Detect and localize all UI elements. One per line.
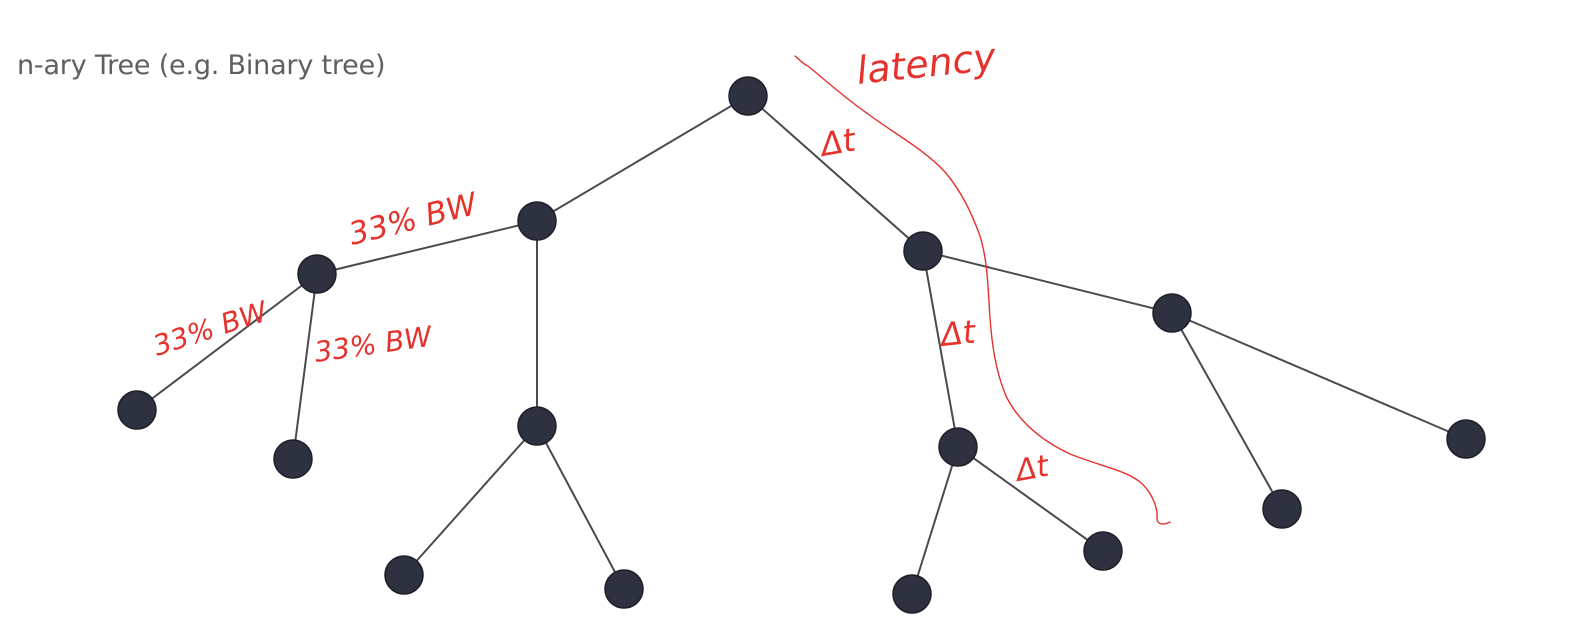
edge-leftleft-a	[136, 273, 318, 411]
annotation-delta-t-3: Δt	[1011, 449, 1052, 490]
annotation-bw-root-edge: 33% BW	[345, 186, 482, 253]
edge-right-down	[922, 250, 959, 448]
annotation-bw-left-edge: 33% BW	[149, 294, 273, 362]
edge-left-leftleft	[316, 220, 538, 275]
node-leaf-6	[1083, 531, 1123, 571]
node-down	[938, 427, 978, 467]
latency-path-curve	[794, 55, 1171, 525]
annotation-latency: latency	[854, 35, 998, 93]
node-leaf-2	[273, 439, 313, 479]
node-mid	[517, 406, 557, 446]
edge-down-a	[911, 446, 959, 595]
node-leaf-7	[1262, 489, 1302, 529]
edge-root-right	[747, 95, 924, 252]
edge-mid-a	[403, 425, 538, 576]
node-leaf-4	[604, 569, 644, 609]
edge-right-rightright	[922, 250, 1173, 314]
edge-root-left	[536, 95, 749, 222]
annotation-delta-t-2: Δt	[936, 312, 979, 354]
node-right	[903, 231, 943, 271]
page-title: n-ary Tree (e.g. Binary tree)	[17, 50, 386, 81]
edge-mid-b	[536, 425, 625, 590]
node-left	[517, 201, 557, 241]
edge-down-b	[957, 446, 1104, 552]
edge-rightright-a	[1171, 312, 1283, 510]
node-leaf-5	[892, 574, 932, 614]
node-leaf-3	[384, 555, 424, 595]
annotation-bw-mid-edge: 33% BW	[312, 320, 435, 369]
node-leftleft	[297, 254, 337, 294]
node-leaf-1	[117, 390, 157, 430]
node-leaf-8	[1446, 419, 1486, 459]
tree-edges	[136, 95, 1467, 595]
edge-rightright-b	[1171, 312, 1467, 440]
tree-nodes	[117, 76, 1486, 614]
node-rightright	[1152, 293, 1192, 333]
node-root	[728, 76, 768, 116]
edge-leftleft-b	[292, 273, 318, 460]
annotation-delta-t-1: Δt	[815, 120, 860, 164]
